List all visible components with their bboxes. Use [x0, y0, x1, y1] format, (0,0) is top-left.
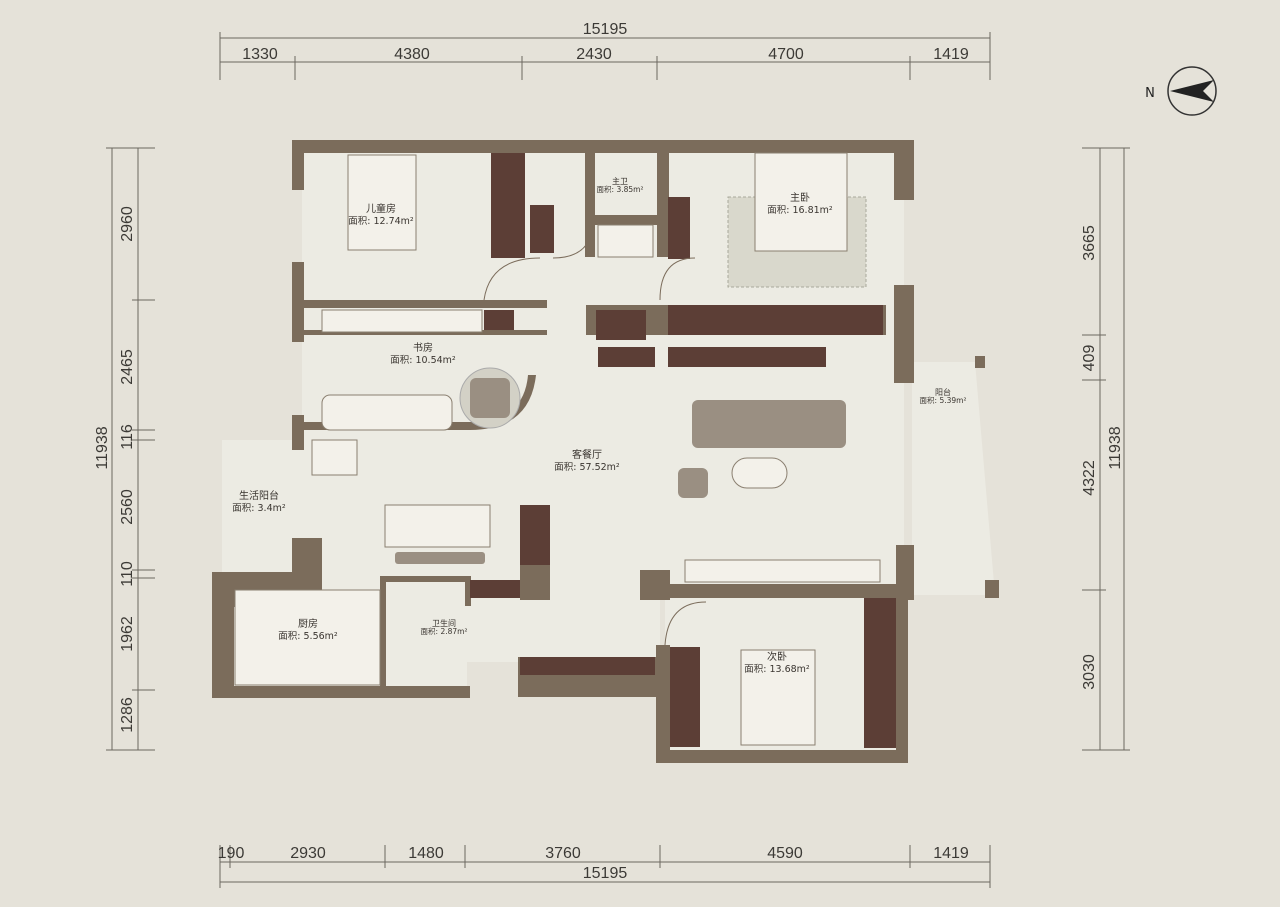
room-name: 儿童房 — [366, 202, 396, 215]
left-dimension: 2960 — [119, 206, 136, 242]
room-area: 面积: 13.68m² — [744, 663, 810, 675]
top-dimension: 4380 — [394, 46, 430, 63]
top-dimensions: 15195 1330 4380 2430 4700 1419 — [219, 21, 991, 80]
left-dimension: 116 — [119, 424, 136, 450]
room-name: 书房 — [413, 341, 433, 354]
room-area: 面积: 2.87m² — [421, 626, 468, 636]
room-area: 面积: 3.85m² — [597, 184, 644, 194]
top-dimension: 2430 — [576, 46, 612, 63]
north-compass: N — [1145, 66, 1217, 116]
bottom-dimension: 4590 — [767, 845, 803, 862]
right-total-dimension: 11938 — [1107, 426, 1124, 469]
room-area: 面积: 12.74m² — [348, 215, 414, 227]
bottom-dimension: 1419 — [933, 845, 969, 862]
compass-north-label: N — [1145, 86, 1155, 101]
bottom-dimension: 190 — [218, 845, 245, 862]
top-dimension: 4700 — [768, 46, 804, 63]
bottom-dimension: 3760 — [545, 845, 581, 862]
room-labels: 儿童房 面积: 12.74m² 主卫 面积: 3.85m² 主卧 面积: 16.… — [232, 176, 966, 675]
room-area: 面积: 3.4m² — [232, 502, 286, 514]
room-area: 面积: 5.56m² — [278, 630, 338, 642]
top-total-dimension: 15195 — [583, 21, 628, 38]
right-dimensions: 3665 409 4322 3030 11938 — [1081, 147, 1130, 751]
room-name: 阳台 — [935, 387, 951, 397]
furniture — [234, 152, 896, 748]
top-dimension: 1419 — [933, 46, 969, 63]
bottom-total-dimension: 15195 — [583, 865, 628, 882]
right-dimension: 3030 — [1081, 654, 1098, 690]
room-name: 主卫 — [612, 176, 628, 186]
room-name: 卫生间 — [432, 618, 456, 628]
left-dimensions: 11938 2960 2465 116 2560 110 1962 1286 — [94, 147, 155, 751]
left-dimension: 2465 — [119, 349, 136, 385]
left-total-dimension: 11938 — [94, 426, 111, 469]
room-name: 主卧 — [790, 191, 810, 204]
room-name: 客餐厅 — [572, 448, 602, 461]
room-area: 面积: 10.54m² — [390, 354, 456, 366]
room-name: 次卧 — [767, 650, 787, 663]
room-area: 面积: 57.52m² — [554, 461, 620, 473]
bottom-dimension: 2930 — [290, 845, 326, 862]
room-name: 厨房 — [298, 617, 318, 630]
bottom-dimension: 1480 — [408, 845, 444, 862]
left-dimension: 110 — [119, 561, 136, 587]
room-area: 面积: 5.39m² — [920, 395, 967, 405]
top-dimension: 1330 — [242, 46, 278, 63]
right-dimension: 4322 — [1081, 460, 1098, 496]
room-name: 生活阳台 — [239, 489, 279, 502]
room-area: 面积: 16.81m² — [767, 204, 833, 216]
left-dimension: 2560 — [119, 489, 136, 525]
left-dimension: 1286 — [119, 697, 136, 733]
left-dimension: 1962 — [119, 616, 136, 652]
right-dimension: 409 — [1081, 345, 1098, 372]
bottom-dimensions: 190 2930 1480 3760 4590 1419 15195 — [218, 845, 991, 888]
right-dimension: 3665 — [1081, 225, 1098, 261]
compass-icon — [1167, 66, 1217, 116]
